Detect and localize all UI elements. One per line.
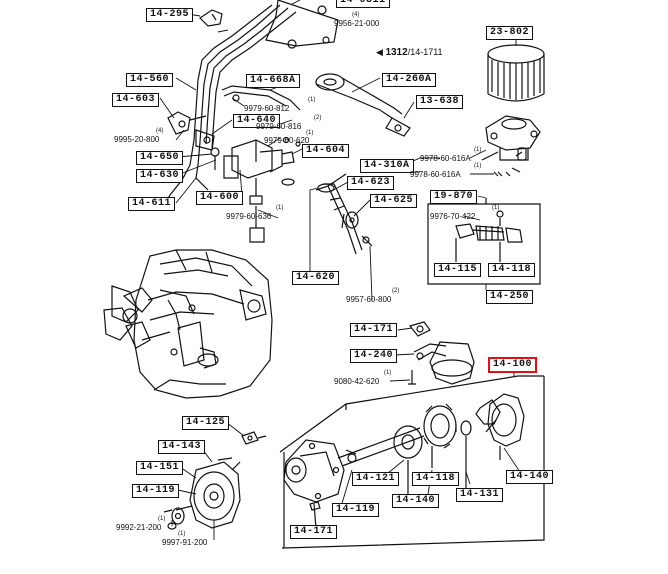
part-number: 9080-42-620 bbox=[334, 377, 380, 386]
pulley-housing bbox=[164, 458, 240, 529]
quantity: (1) bbox=[276, 205, 284, 211]
quantity: (1) bbox=[474, 147, 482, 153]
pressure-switch bbox=[224, 138, 300, 243]
callout-14-623: 14-623 bbox=[347, 176, 395, 190]
callout-14-151: 14-151 bbox=[136, 461, 184, 475]
callout-23-802: 23-802 bbox=[486, 26, 534, 40]
quantity: (1) bbox=[492, 205, 500, 211]
callout-14-119-left: 14-119 bbox=[132, 484, 180, 498]
callout-14-604: 14-604 bbox=[302, 144, 350, 158]
callout-14-143: 14-143 bbox=[158, 440, 206, 454]
quantity: (4) bbox=[352, 12, 360, 18]
quantity: (1) bbox=[474, 163, 482, 169]
callout-14-611: 14-611 bbox=[128, 197, 176, 211]
part-number: 9995-20-800 bbox=[114, 135, 160, 144]
callout-14-240: 14-240 bbox=[350, 349, 398, 363]
part-number: 9997-91-200 bbox=[162, 538, 208, 547]
part-number: 9957-60-800 bbox=[346, 295, 392, 304]
callout-14-640: 14-640 bbox=[233, 114, 281, 128]
oil-pickup bbox=[408, 322, 474, 384]
arrow-left-icon: ◀ bbox=[376, 47, 383, 57]
callout-14-119-lower: 14-119 bbox=[332, 503, 380, 517]
callout-14-310A: 14-310A bbox=[360, 159, 414, 173]
callout-14-171: 14-171 bbox=[350, 323, 398, 337]
fuel-line-harness bbox=[164, 0, 338, 205]
callout-14-121: 14-121 bbox=[352, 472, 400, 486]
callout-14-118-lower: 14-118 bbox=[412, 472, 460, 486]
part-number: 9976-70-422 bbox=[430, 212, 476, 221]
callout-14-115: 14-115 bbox=[434, 263, 482, 277]
quantity: (1) bbox=[308, 97, 316, 103]
callout-14-260A: 14-260A bbox=[382, 73, 436, 87]
filter-adapter bbox=[482, 116, 540, 176]
callout-19-870: 19-870 bbox=[430, 190, 478, 204]
oil-pump-assembly bbox=[280, 376, 544, 548]
callout-14-118: 14-118 bbox=[488, 263, 536, 277]
part-number: 9978-60-616A bbox=[420, 154, 471, 163]
callout-14-620: 14-620 bbox=[292, 271, 340, 285]
callout-14-295: 14-295 bbox=[146, 8, 194, 22]
callout-14-603: 14-603 bbox=[112, 93, 160, 107]
strainer-assembly bbox=[428, 198, 540, 284]
callout-14-625: 14-625 bbox=[370, 194, 418, 208]
callout-14-630: 14-630 bbox=[136, 169, 184, 183]
part-number: 9992-21-200 bbox=[116, 523, 162, 532]
quantity: (1) bbox=[384, 370, 392, 376]
quantity: (1) bbox=[306, 130, 314, 136]
part-number: 9979-60-620 bbox=[264, 136, 310, 145]
part-number: 9979-60-636 bbox=[226, 212, 272, 221]
quantity: (1) bbox=[158, 516, 166, 522]
callout-14-650: 14-650 bbox=[136, 151, 184, 165]
oil-filter bbox=[488, 45, 544, 101]
callout-14-668A: 14-668A bbox=[246, 74, 300, 88]
oil-pump-shaft bbox=[316, 174, 372, 254]
callout-14-0311: 14-0311 bbox=[336, 0, 390, 8]
reference-number: 1312 bbox=[385, 47, 408, 58]
bolt-14-125 bbox=[242, 432, 266, 444]
reference-note: ◀ 1312/14-1711 bbox=[376, 47, 443, 58]
callout-14-125: 14-125 bbox=[182, 416, 230, 430]
quantity: (4) bbox=[156, 128, 164, 134]
quantity: (2) bbox=[314, 115, 322, 121]
reference-callout: /14-1711 bbox=[407, 47, 443, 57]
part-number: 9979-60-816 bbox=[256, 122, 302, 131]
callout-14-131: 14-131 bbox=[456, 488, 504, 502]
engine-block bbox=[104, 250, 272, 398]
sensor bbox=[211, 148, 219, 170]
part-number: 9978-60-616A bbox=[410, 170, 461, 179]
oil-pipe bbox=[316, 74, 410, 136]
quantity: (1) bbox=[178, 531, 186, 537]
callout-14-250: 14-250 bbox=[486, 290, 534, 304]
callout-14-560: 14-560 bbox=[126, 73, 174, 87]
callout-13-638: 13-638 bbox=[416, 95, 464, 109]
quantity: (2) bbox=[392, 288, 400, 294]
callout-14-100-highlighted[interactable]: 14-100 bbox=[488, 357, 538, 373]
callout-14-600: 14-600 bbox=[196, 191, 244, 205]
callout-14-171-lower: 14-171 bbox=[290, 525, 338, 539]
part-number: 9956-21-000 bbox=[334, 19, 380, 28]
part-number: 9979-60-812 bbox=[244, 104, 290, 113]
callout-14-140-center: 14-140 bbox=[392, 494, 440, 508]
callout-14-140-right: 14-140 bbox=[506, 470, 554, 484]
